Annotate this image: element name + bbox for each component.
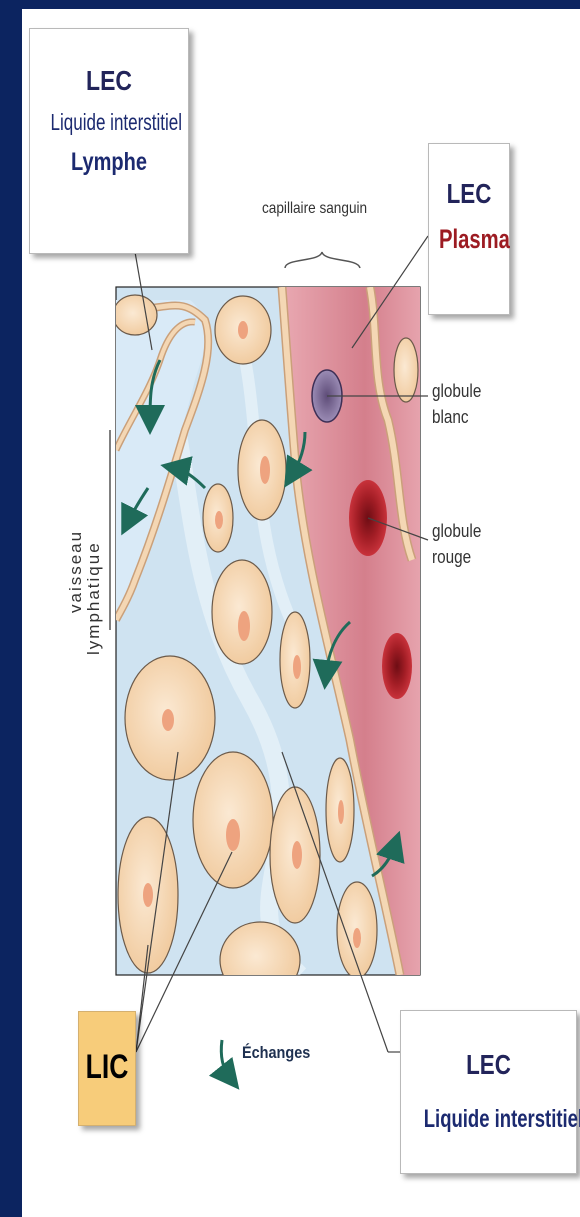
lec-interstitiel-line2: Liquide interstitiel <box>424 1105 554 1134</box>
lic-title: LIC <box>85 1048 129 1087</box>
lec-interstitiel-title: LEC <box>419 1049 559 1081</box>
lymphatic-vessel-label-line2: lymphatique <box>84 541 104 655</box>
red-blood-cell-label: globule rouge <box>432 518 481 570</box>
lec-lymph-box: LEC Liquide interstitiel Lymphe <box>29 28 189 254</box>
capillary-label: capillaire sanguin <box>262 200 367 218</box>
lec-lymph-line3: Lymphe <box>46 148 172 177</box>
lymphatic-vessel-label: vaisseau lymphatique <box>62 425 122 665</box>
white-blood-cell-label-line2: blanc <box>432 404 481 430</box>
lec-plasma-line2: Plasma <box>439 224 499 255</box>
red-blood-cell <box>382 633 412 699</box>
lec-lymph-line2: Liquide interstitiel <box>51 109 168 136</box>
echanges-legend-arrow <box>221 1040 230 1078</box>
echanges-legend-label: Échanges <box>242 1043 310 1063</box>
lec-interstitiel-box: LEC Liquide interstitiel <box>400 1010 577 1174</box>
white-blood-cell-label-line1: globule <box>432 378 481 404</box>
lec-plasma-box: LEC Plasma <box>428 143 510 315</box>
red-blood-cell-label-line1: globule <box>432 518 481 544</box>
lic-box: LIC <box>78 1011 136 1126</box>
capillary-brace <box>285 252 360 268</box>
white-blood-cell-label: globule blanc <box>432 378 481 430</box>
lec-lymph-title: LEC <box>44 65 174 97</box>
lymphatic-vessel-label-line1: vaisseau <box>66 530 86 613</box>
red-blood-cell-label-line2: rouge <box>432 544 481 570</box>
lec-plasma-title: LEC <box>437 178 501 210</box>
